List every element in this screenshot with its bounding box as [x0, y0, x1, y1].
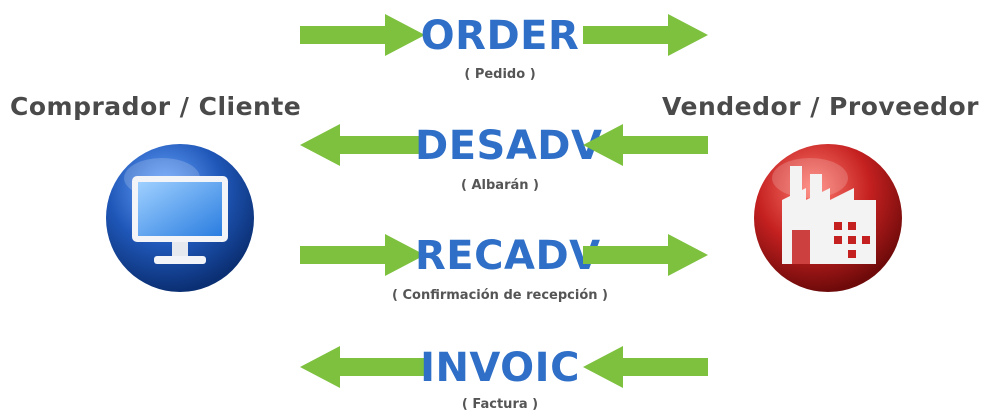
message-code-order: ORDER: [420, 13, 580, 59]
message-description-invoic: ( Factura ): [461, 397, 539, 412]
arrow-left-icon: [300, 124, 425, 166]
message-code-recadv: RECADV: [415, 233, 601, 279]
arrow-right-icon: [300, 14, 425, 56]
arrow-left-icon: [583, 124, 708, 166]
arrow-right-icon: [300, 234, 425, 276]
factory-icon: [748, 138, 908, 302]
arrow-right-icon: [583, 14, 708, 56]
arrow-right-icon: [583, 234, 708, 276]
arrow-left-icon: [300, 346, 425, 388]
message-code-invoic: INVOIC: [420, 345, 580, 391]
message-description-order: ( Pedido ): [464, 67, 536, 82]
message-description-recadv: ( Confirmación de recepción ): [392, 288, 608, 303]
arrow-left-icon: [583, 346, 708, 388]
buyer-label: Comprador / Cliente: [10, 92, 302, 121]
computer-monitor-icon: [100, 138, 260, 302]
message-description-desadv: ( Albarán ): [461, 178, 539, 193]
seller-label: Vendedor / Proveedor: [662, 92, 979, 121]
message-code-desadv: DESADV: [415, 123, 603, 169]
